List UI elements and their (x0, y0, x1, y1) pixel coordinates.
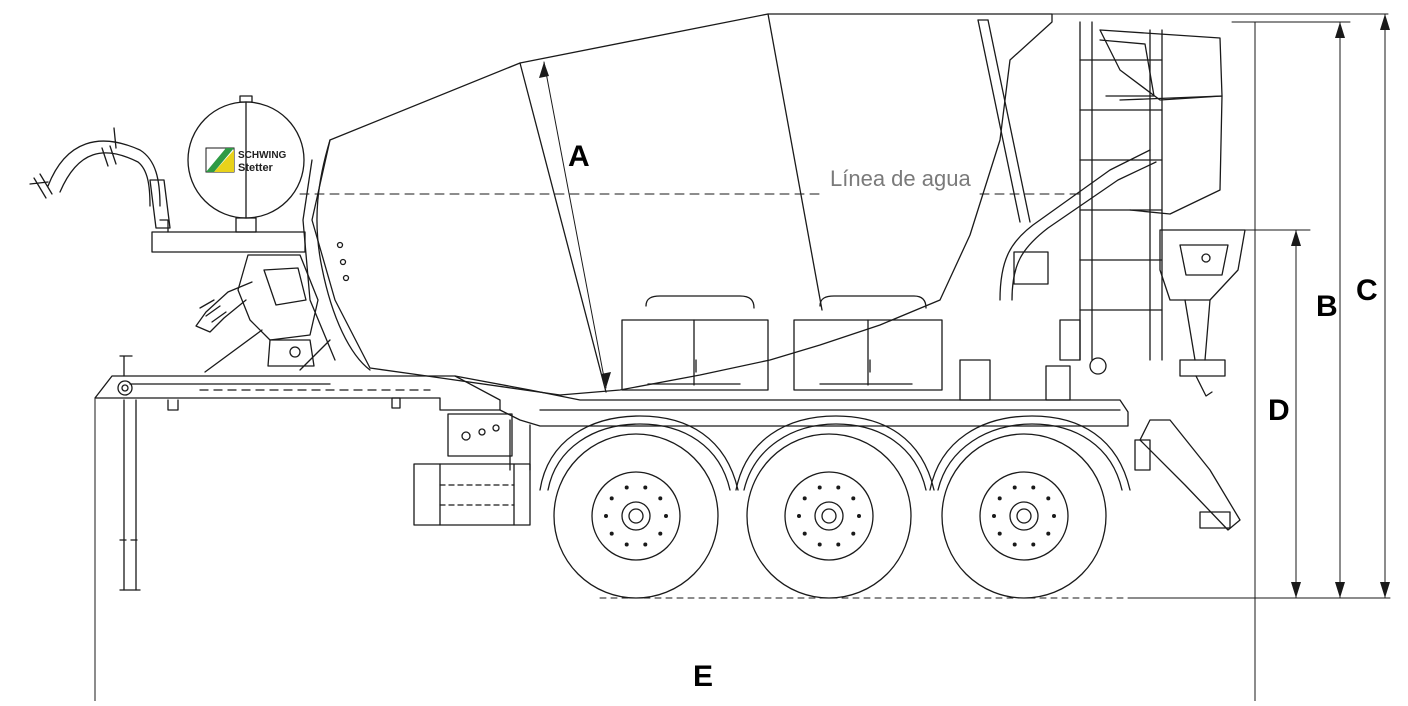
logo-line2: Stetter (238, 162, 274, 174)
wheel-1 (553, 433, 719, 599)
wheel-bolt (817, 485, 822, 490)
wheel-bolt (836, 485, 841, 490)
dimension-label-d: D (1268, 394, 1290, 427)
wheel-bolt (624, 542, 629, 547)
logo-line1: SCHWING (238, 150, 287, 161)
main-frame (413, 375, 1129, 526)
wheel-bolt (1031, 485, 1036, 490)
dimension-arrowheads (539, 14, 1390, 598)
wheel-bolt (609, 496, 614, 501)
wheel-bolt (1031, 542, 1036, 547)
wheel-bolt (802, 496, 807, 501)
wheel-bolt (658, 496, 663, 501)
wheel-bolt (817, 542, 822, 547)
wheel-bolt (664, 514, 668, 518)
wheel-2 (746, 433, 912, 599)
rear-structure (959, 21, 1246, 531)
wheel-bolt (609, 531, 614, 536)
dimension-label-c: C (1356, 274, 1378, 307)
hydraulic-drive (149, 179, 331, 373)
wheel-bolt (836, 542, 841, 547)
wheel-bolt (857, 514, 861, 518)
dimension-label-b: B (1316, 290, 1338, 323)
schwing-stetter-logo: SCHWING Stetter (205, 147, 287, 174)
wheel-bolt (643, 542, 648, 547)
wheel-bolts (604, 485, 1056, 547)
dimension-label-a: A (568, 140, 590, 173)
dimension-lines (94, 13, 1391, 702)
wheel-bolt (802, 531, 807, 536)
wheel-bolt (1052, 514, 1056, 518)
wheel-bolt (1012, 542, 1017, 547)
wheel-bolt (1046, 531, 1051, 536)
wheel-bolt (997, 496, 1002, 501)
wheel-bolt (624, 485, 629, 490)
wheel-bolt (1046, 496, 1051, 501)
mixer-drum (302, 13, 1053, 396)
fenders (539, 415, 1131, 491)
chassis-front (94, 355, 501, 591)
wheel-bolt (1012, 485, 1017, 490)
front-pipe (29, 127, 161, 207)
wheel-bolt (658, 531, 663, 536)
wheel-bolt (604, 514, 608, 518)
wheel-bolt (997, 531, 1002, 536)
wheel-3 (941, 433, 1107, 599)
wheel-bolt (992, 514, 996, 518)
water-line-label: Línea de agua (830, 166, 971, 191)
wheel-bolt (851, 496, 856, 501)
wheel-bolt (797, 514, 801, 518)
wheel-bolt (643, 485, 648, 490)
dimension-label-e: E (693, 660, 713, 693)
water-boxes (621, 295, 943, 391)
wheel-bolt (851, 531, 856, 536)
